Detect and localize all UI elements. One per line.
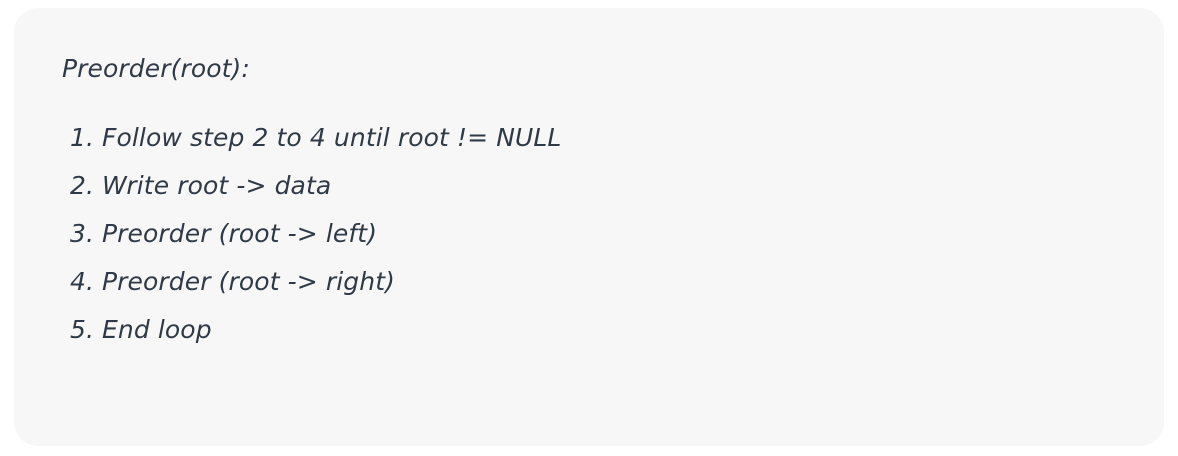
algorithm-step-list: 1. Follow step 2 to 4 until root != NULL… xyxy=(62,114,1124,354)
step-text: Write root -> data xyxy=(102,171,332,200)
list-item: 1. Follow step 2 to 4 until root != NULL xyxy=(70,114,1124,162)
algorithm-card: Preorder(root): 1. Follow step 2 to 4 un… xyxy=(14,8,1164,446)
step-text: Follow step 2 to 4 until root != NULL xyxy=(102,123,562,152)
step-number: 3. xyxy=(70,219,95,248)
algorithm-card-content: Preorder(root): 1. Follow step 2 to 4 un… xyxy=(62,52,1124,354)
step-text: End loop xyxy=(102,315,212,344)
step-text: Preorder (root -> left) xyxy=(102,219,378,248)
algorithm-title: Preorder(root): xyxy=(62,54,250,83)
list-item: 3. Preorder (root -> left) xyxy=(70,210,1124,258)
step-number: 4. xyxy=(70,267,95,296)
list-item: 2. Write root -> data xyxy=(70,162,1124,210)
step-number: 5. xyxy=(70,315,95,344)
step-number: 1. xyxy=(70,123,95,152)
step-number: 2. xyxy=(70,171,95,200)
step-text: Preorder (root -> right) xyxy=(102,267,395,296)
list-item: 4. Preorder (root -> right) xyxy=(70,258,1124,306)
list-item: 5. End loop xyxy=(70,306,1124,354)
